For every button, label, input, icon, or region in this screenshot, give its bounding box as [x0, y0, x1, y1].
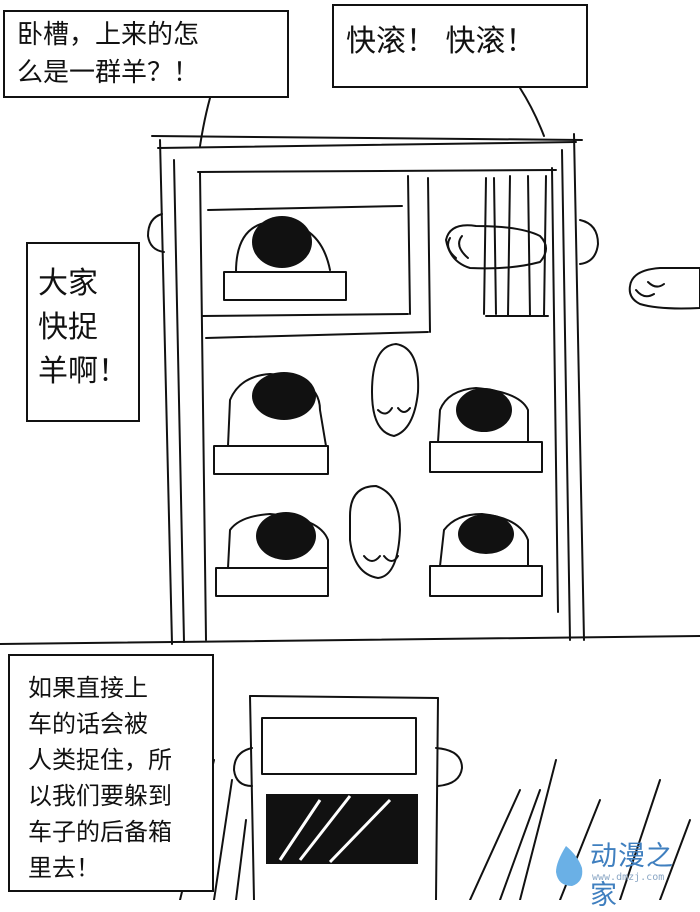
watermark: 动漫之家 www.dmzj.com — [548, 826, 700, 911]
passenger-head — [252, 216, 312, 268]
passenger-head — [252, 372, 316, 420]
speech-bubble-2: 快滚！ 快滚！ — [332, 4, 588, 88]
bus-seats — [213, 220, 543, 597]
passenger-head — [458, 514, 514, 554]
bubble-tail-1 — [199, 97, 211, 147]
bubble-tail-2 — [519, 87, 545, 137]
watermark-drop — [556, 846, 583, 886]
bus-top-view — [147, 133, 599, 645]
speech-bubble-1: 卧槽，上来的怎 么是一群羊？！ — [3, 10, 289, 98]
passenger-head — [456, 388, 512, 432]
passenger-head — [256, 512, 316, 560]
sheep-group — [349, 224, 700, 579]
narration-box: 如果直接上 车的话会被 人类捉住，所 以我们要躲到 车子的后备箱 里去！ — [8, 654, 214, 892]
watermark-url: www.dmzj.com — [592, 872, 665, 883]
panel-divider — [0, 635, 700, 645]
speech-bubble-3: 大家 快捉 羊啊！ — [26, 242, 140, 422]
car-top-view — [233, 695, 463, 900]
